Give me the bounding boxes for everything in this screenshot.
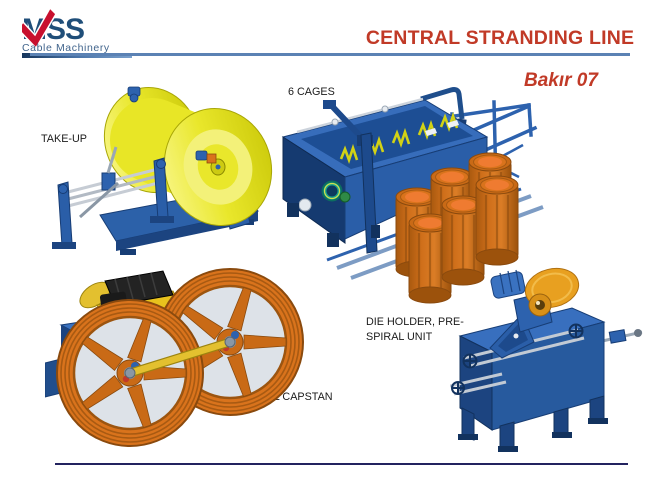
six-cages-illustration [281,87,544,305]
take-up-label: TAKE-UP [41,133,87,145]
die-holder-label-line2: SPIRAL UNIT [366,331,433,343]
traverse-unit [52,146,174,249]
die-holder-label-line1: DIE HOLDER, PRE- [366,316,464,328]
logo-underline-bar [22,53,132,58]
slide-title: CENTRAL STRANDING LINE [365,27,635,49]
die-holder-illustration [450,267,643,452]
logo-check-icon [22,6,57,50]
die-rails [450,323,585,396]
logo-tagline: Cable Machinery [22,42,110,54]
footer-rule [55,463,628,465]
six-cages-label: 6 CAGES [288,86,335,98]
pre-spiral-motor [490,267,580,333]
outfeed-shaft [597,329,643,344]
header-divider [30,53,630,56]
die-holder-label: DIE HOLDER, PRE- SPIRAL UNIT [366,315,464,345]
reel-bearing-clamps [127,86,217,164]
slide-subtitle: Bakır 07 [524,70,598,91]
tie-bar [124,336,236,379]
guide-ring [321,180,351,203]
handwheel-icons [451,323,584,395]
loader-arm [323,100,378,254]
mss-logo: MSS Cable Machinery [22,6,132,58]
take-up-illustration [52,86,273,255]
capstan-illustration [45,267,305,448]
